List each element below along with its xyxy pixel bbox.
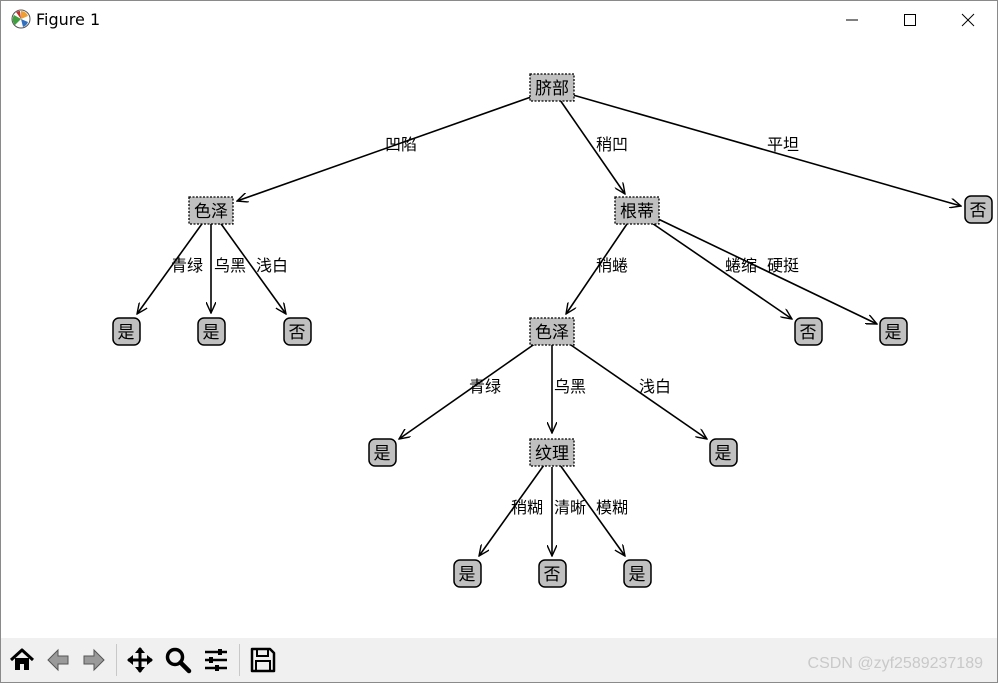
edge-label: 浅白 — [256, 256, 288, 275]
maximize-icon — [904, 14, 916, 26]
edge-label: 青绿 — [469, 377, 501, 396]
back-button[interactable] — [41, 642, 75, 678]
save-icon — [250, 647, 276, 673]
zoom-icon — [165, 647, 192, 674]
csdn-watermark: CSDN @zyf2589237189 — [807, 655, 983, 672]
leaf-label: 是 — [118, 323, 135, 343]
leaf-label: 否 — [289, 323, 306, 343]
node-label: 色泽 — [194, 202, 228, 222]
leaf-node-box — [368, 438, 397, 467]
edge-line — [566, 220, 630, 314]
leaf-node-box — [112, 317, 141, 346]
node-label: 色泽 — [535, 323, 569, 343]
node-label-root: 脐部 — [535, 79, 569, 99]
node-label: 纹理 — [535, 444, 569, 464]
edge-label: 模糊 — [596, 498, 628, 517]
zoom-button[interactable] — [161, 642, 195, 678]
edge-line — [572, 94, 961, 206]
edge-label: 蜷缩 — [725, 256, 757, 275]
leaf-node-box — [964, 195, 993, 224]
back-icon — [47, 648, 69, 672]
edge-line — [653, 216, 877, 324]
toolbar-separator — [116, 644, 117, 676]
figure-canvas[interactable]: 脐部 色泽 根蒂 否 是 是 否 色泽 否 是 是 纹理 是 是 否 是 凹陷 … — [1, 39, 997, 637]
edge-label: 稍糊 — [511, 498, 543, 517]
maximize-button[interactable] — [881, 1, 939, 39]
edge-line — [559, 464, 625, 556]
configure-subplots-button[interactable] — [199, 642, 233, 678]
leaf-node-box — [538, 559, 567, 588]
decision-node-box — [614, 196, 660, 225]
edge-label: 稍凹 — [596, 135, 628, 154]
leaf-node-box — [197, 317, 226, 346]
edge-line — [645, 218, 792, 319]
edge-line — [399, 342, 537, 439]
edge-label: 青绿 — [171, 256, 203, 275]
home-icon — [9, 648, 35, 670]
leaf-label: 否 — [970, 201, 987, 221]
node-label: 根蒂 — [620, 202, 654, 222]
leaf-node-box — [879, 317, 908, 346]
pan-button[interactable] — [123, 642, 157, 678]
edge-label: 乌黑 — [214, 256, 246, 275]
close-button[interactable] — [939, 1, 997, 39]
window-title: Figure 1 — [36, 10, 101, 29]
decision-node-box — [529, 317, 575, 346]
edge-line — [218, 220, 286, 314]
leaf-label: 是 — [885, 323, 902, 343]
leaf-node-box — [709, 438, 738, 467]
edge-label: 平坦 — [767, 135, 799, 154]
save-button[interactable] — [246, 642, 280, 678]
edge-line — [237, 96, 532, 201]
leaf-node-box — [623, 559, 652, 588]
edge-line — [137, 220, 205, 314]
leaf-label: 否 — [800, 323, 817, 343]
configure-subplots-icon — [205, 649, 227, 671]
edge-label: 清晰 — [554, 498, 586, 517]
decision-node-box — [529, 438, 575, 467]
leaf-label: 否 — [544, 565, 561, 585]
leaf-node-box — [794, 317, 823, 346]
edge-label: 浅白 — [639, 377, 671, 396]
edge-label: 稍蜷 — [596, 256, 628, 275]
minimize-icon — [846, 19, 858, 21]
decision-node-box — [529, 73, 575, 102]
leaf-node-box — [283, 317, 312, 346]
leaf-label: 是 — [629, 565, 646, 585]
navigation-toolbar: CSDN @zyf2589237189 — [1, 638, 997, 682]
pan-icon — [127, 647, 153, 673]
forward-icon — [83, 648, 105, 672]
title-bar[interactable]: Figure 1 — [1, 1, 997, 39]
leaf-label: 是 — [715, 444, 732, 464]
leaf-label: 是 — [203, 323, 220, 343]
edge-label: 凹陷 — [385, 135, 417, 154]
leaf-label: 是 — [374, 444, 391, 464]
close-icon — [961, 13, 975, 27]
edge-label: 硬挺 — [767, 256, 799, 275]
edge-line — [479, 464, 545, 556]
toolbar-separator — [239, 644, 240, 676]
leaf-label: 是 — [459, 565, 476, 585]
edge-line — [567, 342, 707, 439]
edge-label: 乌黑 — [554, 377, 586, 396]
home-button[interactable] — [5, 642, 39, 678]
leaf-node-box — [453, 559, 482, 588]
matplotlib-icon — [11, 9, 31, 29]
decision-node-box — [188, 196, 234, 225]
forward-button[interactable] — [77, 642, 111, 678]
minimize-button[interactable] — [823, 1, 881, 39]
edge-line — [559, 99, 625, 194]
